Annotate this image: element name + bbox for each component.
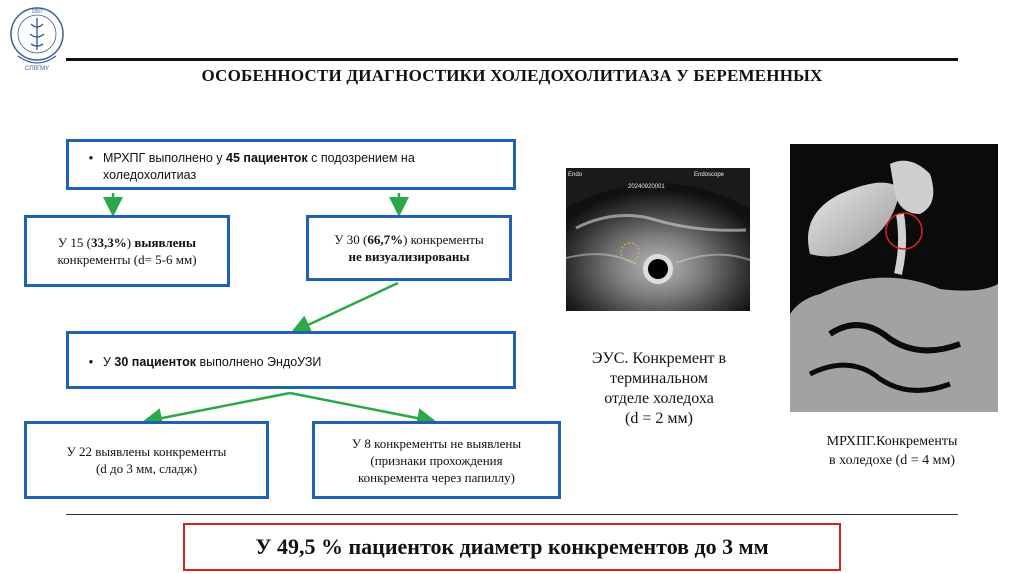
stone-marker-icon — [885, 212, 923, 250]
bottom-rule — [66, 514, 958, 515]
eus-overlay-left: Endo — [568, 172, 583, 178]
box-stones-not-visualized: У 30 (66,7%) конкременты не визуализиров… — [306, 215, 512, 281]
slide-title: ОСОБЕННОСТИ ДИАГНОСТИКИ ХОЛЕДОХОЛИТИАЗА … — [201, 66, 823, 85]
mrcp-caption: МРХПГ.Конкременты в холедохе (d = 4 мм) — [826, 434, 958, 468]
eus-overlay-right: Endoscope — [694, 172, 725, 178]
bullet: • — [88, 355, 94, 369]
arrow-right-to-middle — [290, 281, 399, 334]
box-stones-not-detected-eus-text: У 8 конкременты не выявлены (признаки пр… — [351, 435, 522, 485]
box-stones-not-visualized-text: У 30 (66,7%) конкременты не визуализиров… — [334, 232, 484, 264]
box-stones-detected-mrcp: У 15 (33,3%) выявлены конкременты (d= 5-… — [24, 215, 230, 287]
box-stones-detected-mrcp-text: У 15 (33,3%) выявлены конкременты (d= 5-… — [57, 235, 197, 267]
mrcp-image — [790, 144, 998, 412]
logo-year: 1897 — [31, 9, 42, 15]
university-logo: 1897 СПбГМУ — [10, 7, 64, 72]
eus-overlay-code: 20240920001 — [628, 184, 665, 190]
bullet: • — [88, 151, 94, 165]
logo-abbr: СПбГМУ — [25, 66, 49, 72]
arrow-middle-to-left — [142, 391, 291, 428]
box-mrcp-total-text: МРХПГ выполнено у 45 пациенток с подозре… — [103, 151, 415, 182]
box-stones-detected-eus-text: У 22 выявлены конкременты (d до 3 мм, сл… — [66, 444, 227, 476]
top-rule — [66, 58, 958, 61]
summary-box: У 49,5 % пациенток диаметр конкрементов … — [183, 523, 841, 571]
stone-marker-icon — [620, 242, 640, 262]
box-eus-performed: • У 30 пациенток выполнено ЭндоУЗИ — [66, 331, 516, 389]
arrow-middle-to-right — [289, 391, 437, 428]
box-stones-detected-eus: У 22 выявлены конкременты (d до 3 мм, сл… — [24, 421, 269, 499]
box-stones-not-detected-eus: У 8 конкременты не выявлены (признаки пр… — [312, 421, 561, 499]
eus-image: Endo 20240920001 Endoscope — [566, 168, 750, 311]
box-eus-performed-text: У 30 пациенток выполнено ЭндоУЗИ — [103, 355, 322, 369]
eus-caption: ЭУС. Конкремент в терминальном отделе хо… — [591, 350, 727, 427]
box-mrcp-total: • МРХПГ выполнено у 45 пациенток с подоз… — [66, 139, 516, 190]
